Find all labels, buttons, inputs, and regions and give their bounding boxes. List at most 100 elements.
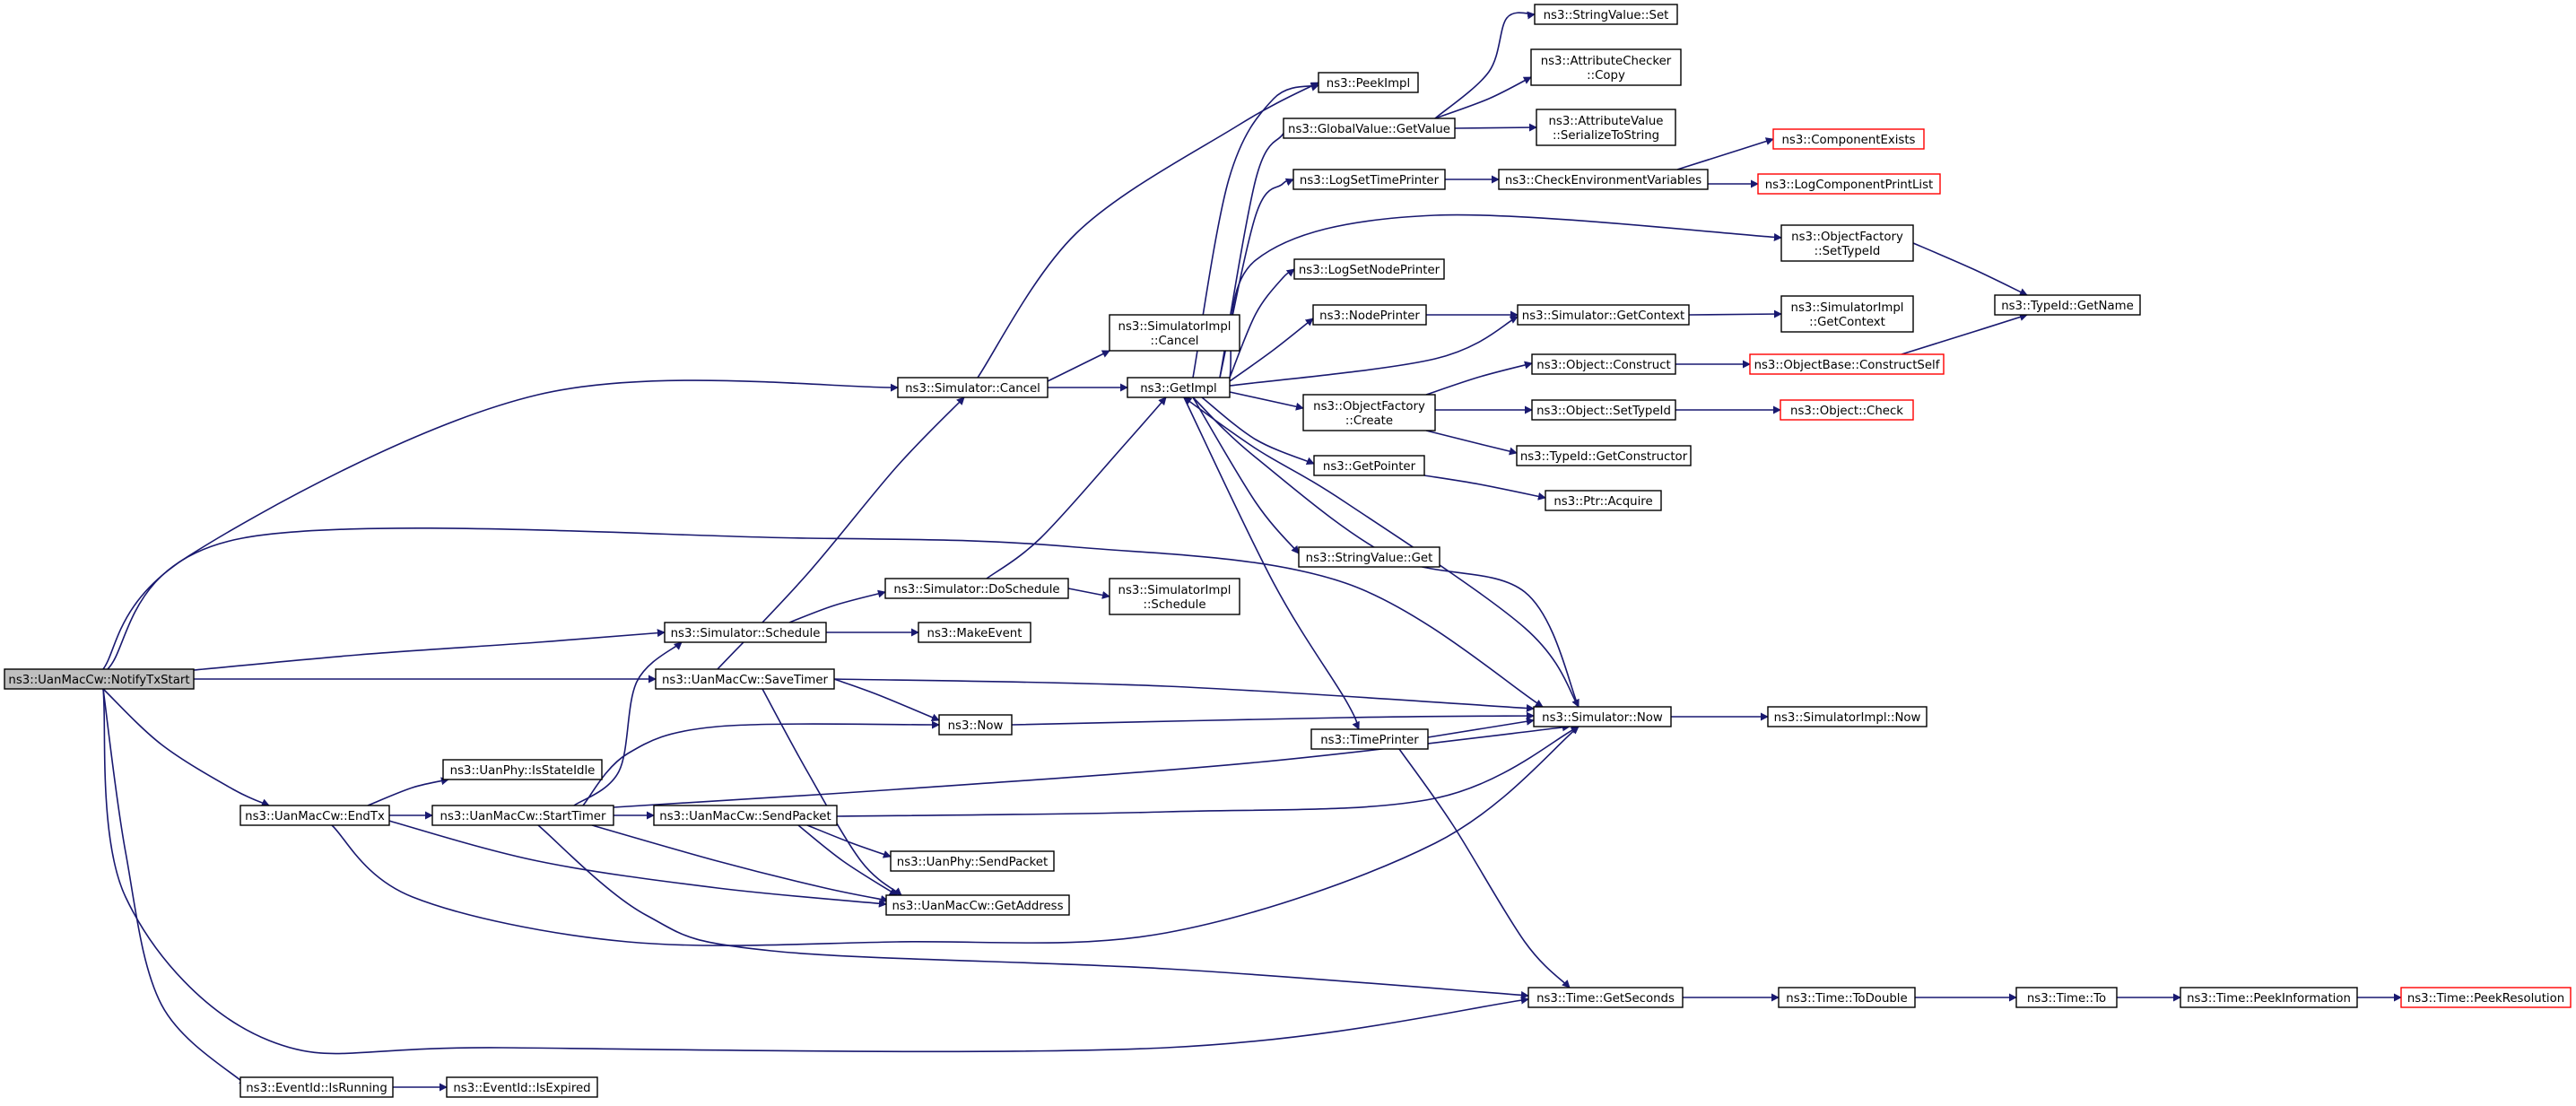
node-box-getaddress[interactable] (885, 894, 1070, 916)
node-checkenv[interactable]: ns3::CheckEnvironmentVariables (1498, 169, 1709, 190)
node-typeid_getconstructor[interactable]: ns3::TypeId::GetConstructor (1516, 445, 1692, 466)
node-sim_now[interactable]: ns3::Simulator::Now (1533, 706, 1672, 727)
node-box-ac_copy[interactable] (1530, 48, 1682, 86)
node-box-notifytxstart[interactable] (4, 668, 195, 690)
node-box-eid_isrunning[interactable] (239, 1076, 394, 1098)
node-box-eid_isexpired[interactable] (446, 1076, 598, 1098)
node-box-timeprinter[interactable] (1310, 728, 1429, 750)
node-box-logcomponentprintlist[interactable] (1757, 173, 1941, 195)
node-nodeprinter[interactable]: ns3::NodePrinter (1312, 304, 1427, 326)
node-box-of_create[interactable] (1302, 394, 1436, 431)
node-box-endtx[interactable] (239, 805, 390, 826)
node-sim_getcontext[interactable]: ns3::Simulator::GetContext (1517, 304, 1690, 326)
node-box-simimpl_now[interactable] (1767, 706, 1928, 727)
node-now[interactable]: ns3::Now (938, 714, 1013, 736)
node-getpointer[interactable]: ns3::GetPointer (1313, 455, 1425, 476)
node-box-getpointer[interactable] (1313, 455, 1425, 476)
node-box-starttimer[interactable] (431, 805, 614, 826)
node-simimpl_now[interactable]: ns3::SimulatorImpl::Now (1767, 706, 1928, 727)
node-box-sim_getcontext[interactable] (1517, 304, 1690, 326)
node-box-isstateidle[interactable] (442, 759, 603, 780)
node-obj_check[interactable]: ns3::Object::Check (1780, 399, 1914, 421)
node-box-time_getseconds[interactable] (1527, 987, 1684, 1008)
node-eid_isexpired[interactable]: ns3::EventId::IsExpired (446, 1076, 598, 1098)
node-box-stringvalue_get[interactable] (1298, 546, 1440, 568)
node-box-now[interactable] (938, 714, 1013, 736)
node-box-ptr_acquire[interactable] (1545, 490, 1662, 511)
node-box-logsettimeprinter[interactable] (1292, 169, 1446, 190)
node-box-time_peekinformation[interactable] (2180, 987, 2358, 1008)
node-phy_sendpacket[interactable]: ns3::UanPhy::SendPacket (890, 850, 1055, 872)
node-box-mac_sendpacket[interactable] (653, 805, 838, 826)
node-sim_cancel[interactable]: ns3::Simulator::Cancel (897, 377, 1049, 398)
node-stringvalue_get[interactable]: ns3::StringValue::Get (1298, 546, 1440, 568)
node-box-getimpl[interactable] (1127, 377, 1231, 398)
node-simimpl_getcontext[interactable]: ns3::SimulatorImpl::GetContext (1780, 295, 1914, 333)
node-ptr_acquire[interactable]: ns3::Ptr::Acquire (1545, 490, 1662, 511)
node-box-simimpl_getcontext[interactable] (1780, 295, 1914, 333)
node-makeevent[interactable]: ns3::MakeEvent (918, 622, 1031, 643)
node-box-obj_check[interactable] (1780, 399, 1914, 421)
node-box-of_settypeid[interactable] (1780, 224, 1914, 262)
node-isstateidle[interactable]: ns3::UanPhy::IsStateIdle (442, 759, 603, 780)
node-obj_settypeid[interactable]: ns3::Object::SetTypeId (1531, 399, 1676, 421)
node-box-logsetnodeprinter[interactable] (1293, 258, 1445, 280)
node-box-obj_construct[interactable] (1531, 353, 1676, 375)
node-box-time_todouble[interactable] (1778, 987, 1916, 1008)
node-box-phy_sendpacket[interactable] (890, 850, 1055, 872)
node-box-sim_cancel[interactable] (897, 377, 1049, 398)
node-savetimer[interactable]: ns3::UanMacCw::SaveTimer (655, 668, 835, 690)
node-time_getseconds[interactable]: ns3::Time::GetSeconds (1527, 987, 1684, 1008)
node-box-obj_settypeid[interactable] (1531, 399, 1676, 421)
node-starttimer[interactable]: ns3::UanMacCw::StartTimer (431, 805, 614, 826)
node-box-stringvalue_set[interactable] (1534, 4, 1678, 25)
node-doschedule[interactable]: ns3::Simulator::DoSchedule (884, 578, 1069, 599)
node-timeprinter[interactable]: ns3::TimePrinter (1310, 728, 1429, 750)
node-box-time_peekresolution[interactable] (2400, 987, 2572, 1008)
node-time_peekinformation[interactable]: ns3::Time::PeekInformation (2180, 987, 2358, 1008)
node-stringvalue_set[interactable]: ns3::StringValue::Set (1534, 4, 1678, 25)
node-ac_copy[interactable]: ns3::AttributeChecker::Copy (1530, 48, 1682, 86)
node-simimpl_schedule[interactable]: ns3::SimulatorImpl::Schedule (1109, 578, 1240, 615)
node-getimpl[interactable]: ns3::GetImpl (1127, 377, 1231, 398)
node-box-peekimpl[interactable] (1318, 72, 1419, 93)
node-box-av_serialize[interactable] (1536, 109, 1676, 146)
node-simimpl_cancel[interactable]: ns3::SimulatorImpl::Cancel (1109, 314, 1240, 352)
node-box-simimpl_cancel[interactable] (1109, 314, 1240, 352)
node-logsettimeprinter[interactable]: ns3::LogSetTimePrinter (1292, 169, 1446, 190)
node-box-simimpl_schedule[interactable] (1109, 578, 1240, 615)
node-componentexists[interactable]: ns3::ComponentExists (1772, 128, 1925, 150)
node-box-nodeprinter[interactable] (1312, 304, 1427, 326)
node-of_create[interactable]: ns3::ObjectFactory::Create (1302, 394, 1436, 431)
node-of_settypeid[interactable]: ns3::ObjectFactory::SetTypeId (1780, 224, 1914, 262)
node-box-checkenv[interactable] (1498, 169, 1709, 190)
node-time_to[interactable]: ns3::Time::To (2015, 987, 2118, 1008)
node-av_serialize[interactable]: ns3::AttributeValue::SerializeToString (1536, 109, 1676, 146)
node-gv_getvalue[interactable]: ns3::GlobalValue::GetValue (1283, 118, 1456, 139)
node-sim_schedule[interactable]: ns3::Simulator::Schedule (664, 622, 827, 643)
node-obj_construct[interactable]: ns3::Object::Construct (1531, 353, 1676, 375)
node-box-time_to[interactable] (2015, 987, 2118, 1008)
node-box-typeid_getname[interactable] (1994, 294, 2141, 316)
node-box-savetimer[interactable] (655, 668, 835, 690)
node-endtx[interactable]: ns3::UanMacCw::EndTx (239, 805, 390, 826)
node-box-makeevent[interactable] (918, 622, 1031, 643)
node-box-componentexists[interactable] (1772, 128, 1925, 150)
node-objbase_constructself[interactable]: ns3::ObjectBase::ConstructSelf (1749, 353, 1945, 375)
node-getaddress[interactable]: ns3::UanMacCw::GetAddress (885, 894, 1070, 916)
node-logsetnodeprinter[interactable]: ns3::LogSetNodePrinter (1293, 258, 1445, 280)
node-box-sim_schedule[interactable] (664, 622, 827, 643)
node-box-sim_now[interactable] (1533, 706, 1672, 727)
node-eid_isrunning[interactable]: ns3::EventId::IsRunning (239, 1076, 394, 1098)
node-logcomponentprintlist[interactable]: ns3::LogComponentPrintList (1757, 173, 1941, 195)
node-time_peekresolution[interactable]: ns3::Time::PeekResolution (2400, 987, 2572, 1008)
node-box-objbase_constructself[interactable] (1749, 353, 1945, 375)
node-box-typeid_getconstructor[interactable] (1516, 445, 1692, 466)
node-notifytxstart[interactable]: ns3::UanMacCw::NotifyTxStart (4, 668, 195, 690)
node-time_todouble[interactable]: ns3::Time::ToDouble (1778, 987, 1916, 1008)
node-typeid_getname[interactable]: ns3::TypeId::GetName (1994, 294, 2141, 316)
node-box-gv_getvalue[interactable] (1283, 118, 1456, 139)
node-mac_sendpacket[interactable]: ns3::UanMacCw::SendPacket (653, 805, 838, 826)
node-box-doschedule[interactable] (884, 578, 1069, 599)
node-peekimpl[interactable]: ns3::PeekImpl (1318, 72, 1419, 93)
